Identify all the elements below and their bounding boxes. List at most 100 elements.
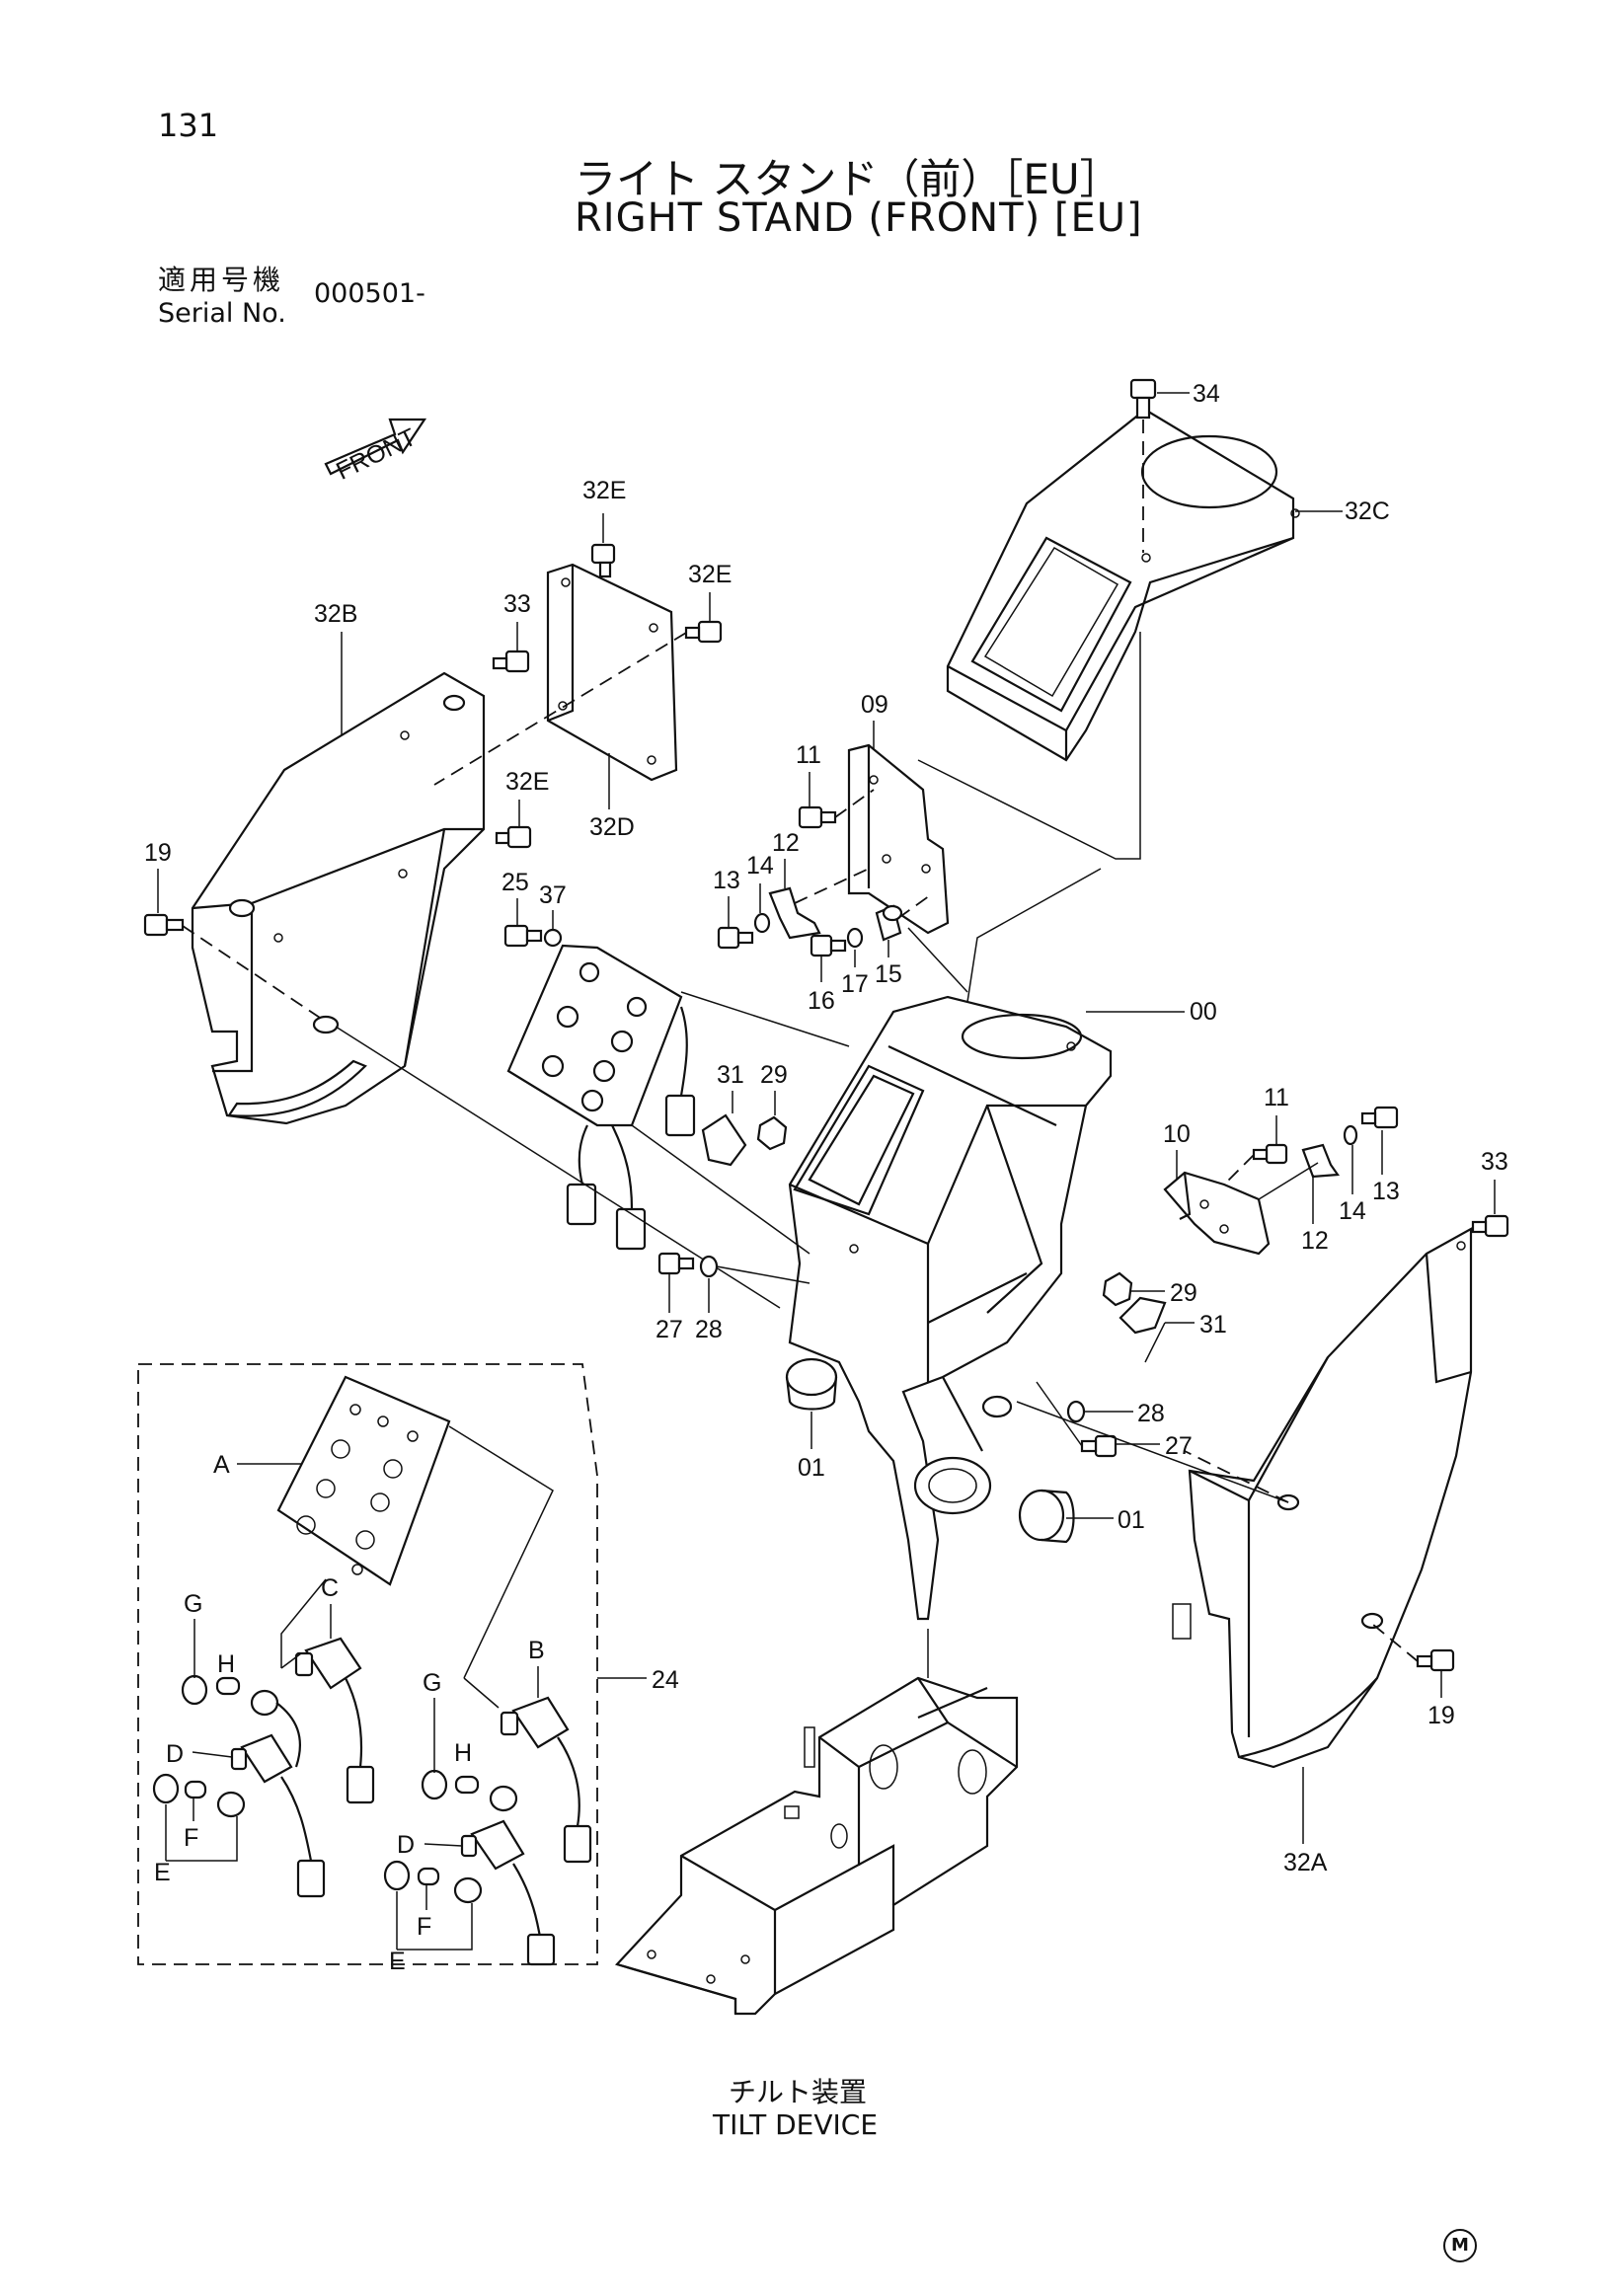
lamp-G-right [421,1769,448,1800]
callout-01-a: 01 [798,1454,825,1482]
bushing-01-left [785,1357,838,1411]
callout-12-b: 12 [1301,1227,1329,1255]
bolt-33-right [1471,1214,1509,1238]
callout-32C: 32C [1345,497,1390,525]
switch-C [294,1637,375,1804]
callout-19-a: 19 [144,839,172,867]
bolt-19-left [143,913,327,1023]
callout-28-b: 28 [1137,1400,1165,1427]
page-title-en: RIGHT STAND (FRONT) [EU] [575,195,1143,241]
bolt-11-lower [1223,1143,1288,1186]
callout-G-right: G [423,1669,441,1697]
clip-12-lower [1301,1143,1341,1179]
bolt-11-upper [798,789,875,829]
callout-32E-a: 32E [582,477,626,504]
callout-13-b: 13 [1372,1178,1400,1205]
bolt-27-left [657,1252,695,1275]
bulb-H-right [454,1775,480,1795]
right-panel-32A [1172,1227,1473,1769]
top-cover-32C [946,408,1300,762]
washer-14-lower [1343,1124,1358,1146]
callout-14-b: 14 [1339,1197,1366,1225]
bolt-33-left [492,650,530,673]
washer-37 [543,928,563,948]
lamp-E-left [152,1773,180,1804]
callout-31-a: 31 [717,1061,744,1089]
bolt-32E-lower [495,825,532,849]
bulb-H-left [215,1676,241,1696]
switch-D-right [460,1819,556,1966]
front-arrow: FRONT [324,418,427,486]
clamp-31-lower [1119,1296,1167,1335]
serial-label-en: Serial No. [158,298,286,329]
callout-F-right: F [417,1913,431,1941]
callout-27-a: 27 [656,1316,683,1343]
callout-A: A [213,1451,230,1479]
callout-13-a: 13 [713,867,740,894]
switch-B [500,1696,592,1864]
callout-C: C [321,1574,339,1602]
callout-32E-b: 32E [688,561,732,588]
callout-E-right: E [389,1948,406,1975]
left-panel-32B [191,671,486,1125]
callout-25: 25 [501,869,529,896]
switch-assembly-box-24 [137,1363,598,1965]
callout-33-b: 33 [1481,1148,1508,1176]
callout-29-b: 29 [1170,1279,1197,1307]
callout-11-b: 11 [1264,1084,1289,1111]
callout-19-b: 19 [1427,1702,1455,1729]
tilt-device [614,1676,1019,2016]
socket-left-top [250,1689,301,1768]
callout-11-a: 11 [796,741,821,769]
socket-right-bottom [453,1876,483,1904]
lamp-G-left [181,1674,208,1706]
tilt-device-label-en: TILT DEVICE [713,2108,879,2141]
bolt-34: 34 [1129,378,1220,553]
callout-28-a: 28 [695,1316,723,1343]
bolt-32E-right [684,620,723,644]
callout-01-b: 01 [1118,1506,1145,1534]
callout-H-right: H [454,1739,472,1767]
callout-27-b: 27 [1165,1432,1193,1460]
bracket-10 [1163,1171,1271,1256]
callout-B: B [528,1637,545,1664]
bolt-19-right [1371,1623,1455,1672]
socket-right-top [489,1785,518,1812]
nut-29-lower [1102,1271,1133,1307]
lamp-E-right [383,1860,411,1891]
washer-17 [846,927,864,949]
callout-24: 24 [652,1666,679,1694]
page-number: 131 [158,107,219,144]
callout-10: 10 [1163,1120,1191,1148]
callout-12-a: 12 [772,829,800,857]
callout-16: 16 [808,987,835,1015]
callout-32D: 32D [589,813,635,841]
bolt-32E-top [590,543,616,578]
callout-32E-c: 32E [505,768,549,796]
washer-14-upper [753,912,771,934]
callout-H-left: H [217,1650,235,1678]
bulb-F-left [184,1780,207,1799]
washer-28-right [1066,1400,1086,1423]
main-stand-00 [788,995,1113,1621]
bracket-09 [847,743,950,935]
plate-A [276,1375,451,1586]
callout-15: 15 [875,960,902,988]
callout-31-b: 31 [1199,1311,1227,1339]
page-title-jp: ライト スタンド（前）［EU］ [575,155,1121,203]
bolt-13-upper [717,926,754,950]
switch-plate [506,944,696,1251]
bulb-F-right [417,1867,440,1886]
callout-D-left: D [166,1740,184,1768]
callout-14-a: 14 [746,852,774,880]
nut-29-upper [756,1115,788,1151]
bolt-25 [503,924,543,948]
bolt-16 [810,934,847,957]
serial-value: 000501- [314,278,425,309]
callout-09: 09 [861,691,888,719]
callout-G-left: G [184,1590,202,1618]
callout-29-a: 29 [760,1061,788,1089]
callout-F-left: F [184,1824,198,1852]
bolt-27-right [1080,1434,1118,1458]
